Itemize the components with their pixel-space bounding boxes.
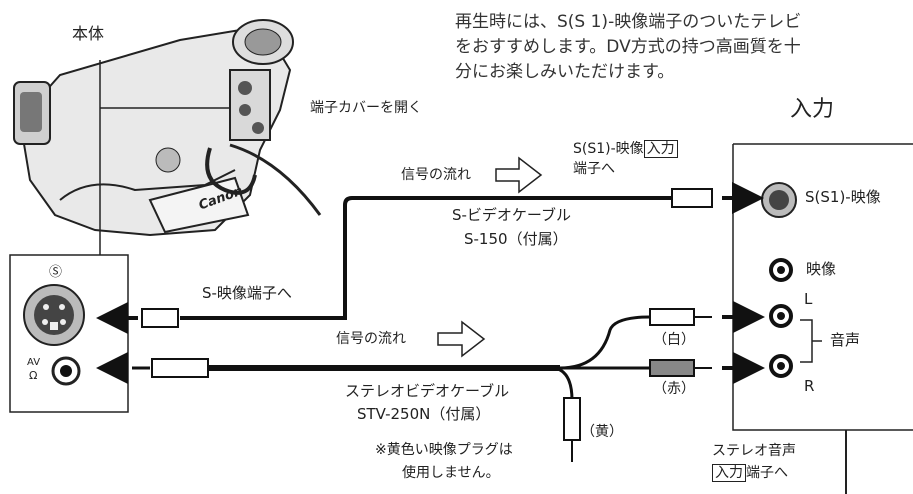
yellow-note-line-1: ※黄色い映像プラグは [375,442,513,458]
tv-input-panel [732,144,913,431]
stereo-input-label-2: 入力端子へ [712,464,788,482]
white-plug [649,308,695,326]
s-input-to-label-2: 端子へ [573,161,615,177]
audio-white-cable [559,315,651,370]
headphone-icon: Ω [29,369,38,382]
stereo-cable-model: STV-250N（付属） [357,405,491,423]
intro-line-2: をおすすめします。DV方式の持つ高画質を十 [455,37,801,57]
port-left-label: L [804,290,813,308]
port-s-video-label: S(S1)-映像 [805,188,881,206]
stereo-input-label: ステレオ音声 [712,443,796,459]
camcorder-illustration [13,19,322,255]
s-cable-model: S-150（付属） [464,230,568,248]
s-cable-name: S-ビデオケーブル [452,206,572,224]
signal-flow-arrow-top [495,156,543,194]
red-plug-label: （赤） [653,381,695,397]
yellow-plug [563,397,581,441]
camera-label: 本体 [72,24,105,43]
av-label: AV [27,357,41,368]
signal-flow-label-top: 信号の流れ [401,167,471,183]
intro-line-1: 再生時には、S(S 1)-映像端子のついたテレビ [455,12,802,32]
input-title: 入力 [790,97,835,122]
s-video-terminal-label: S-映像端子へ [202,284,292,302]
stereo-minijack-plug [151,358,209,378]
port-right-label: R [804,377,815,395]
signal-flow-arrow-bottom [437,320,486,358]
port-video-label: 映像 [806,260,837,278]
terminal-cover-label: 端子カバーを開く [310,100,422,116]
port-audio-label: 音声 [830,331,861,349]
yellow-note-line-2: 使用しません。 [402,465,500,481]
video-yellow-cable [554,366,574,401]
stereo-cable-name: ステレオビデオケーブル [345,382,510,400]
white-plug-label: （白） [653,332,695,348]
s-video-cable [180,196,672,320]
signal-flow-label-bottom: 信号の流れ [336,331,406,347]
yellow-plug-label: （黄） [581,424,623,440]
s-mark-icon: Ⓢ [49,265,63,280]
red-plug [649,359,695,377]
s-input-to-label: S(S1)-映像入力 [573,140,678,158]
intro-line-3: 分にお楽しみいただけます。 [455,62,675,82]
